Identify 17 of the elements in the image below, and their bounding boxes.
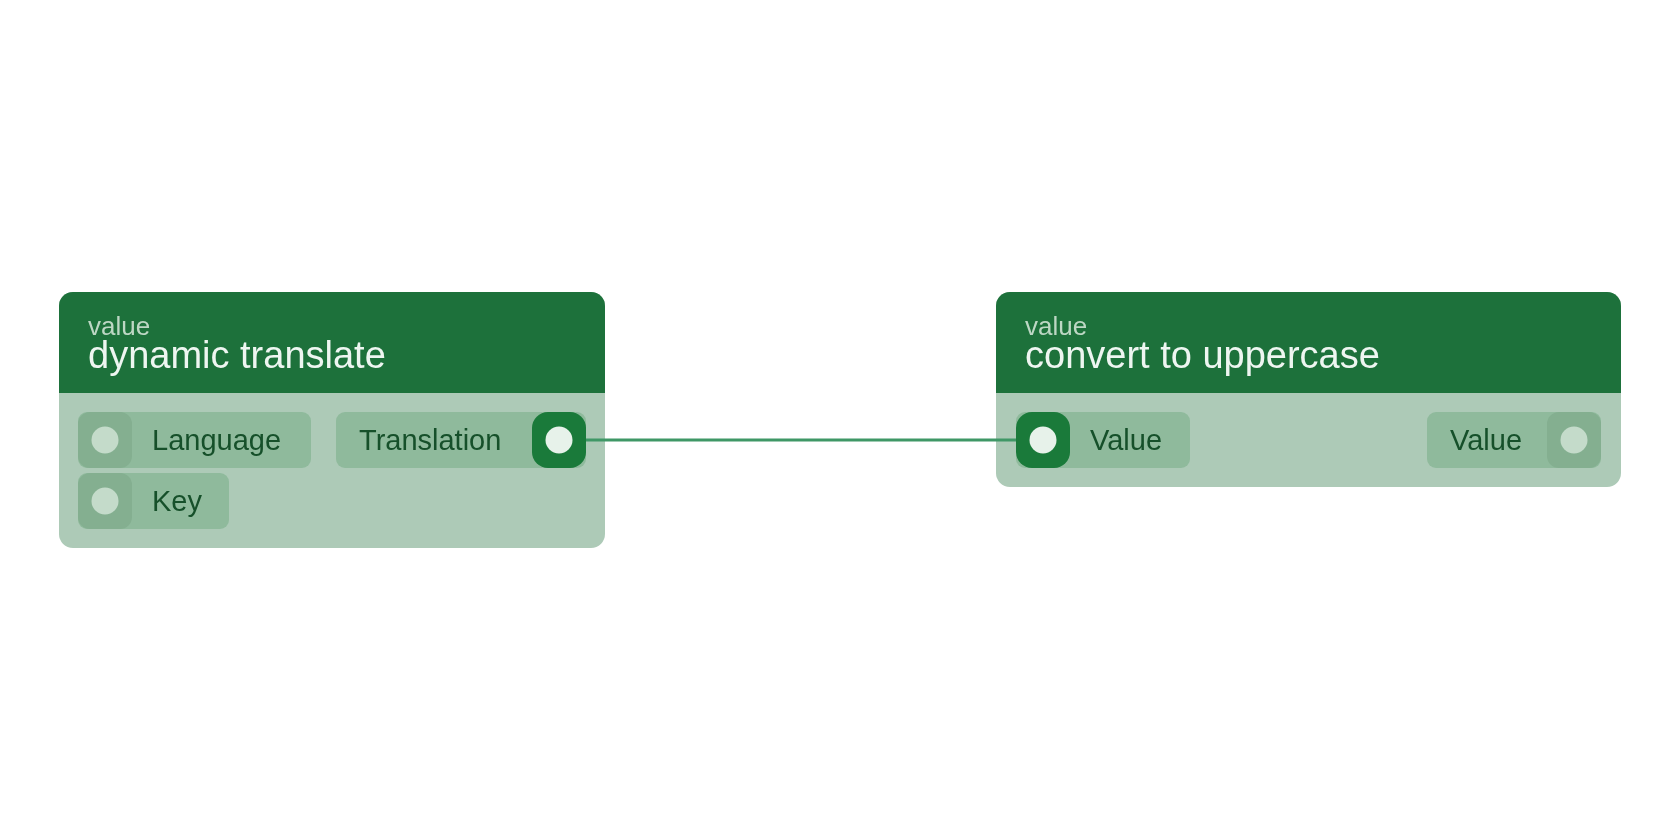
node-card bbox=[996, 292, 1621, 487]
port-label: Language bbox=[152, 423, 282, 457]
port-label: Key bbox=[152, 484, 202, 518]
node-title: dynamic translate bbox=[88, 335, 386, 375]
node-type-label: value bbox=[1025, 317, 1088, 335]
connector-line bbox=[586, 438, 1016, 442]
port-pill bbox=[78, 473, 229, 529]
port-label: Value bbox=[1090, 423, 1163, 457]
node-title: convert to uppercase bbox=[1025, 335, 1380, 375]
port-pill bbox=[336, 412, 586, 468]
node-type-label: value bbox=[88, 317, 151, 335]
port-label: Value bbox=[1450, 423, 1524, 457]
port-label: Translation bbox=[359, 423, 503, 457]
port-pill bbox=[78, 412, 311, 468]
port-pill bbox=[1427, 412, 1601, 468]
node-card bbox=[59, 292, 605, 548]
port-pill bbox=[1016, 412, 1190, 468]
